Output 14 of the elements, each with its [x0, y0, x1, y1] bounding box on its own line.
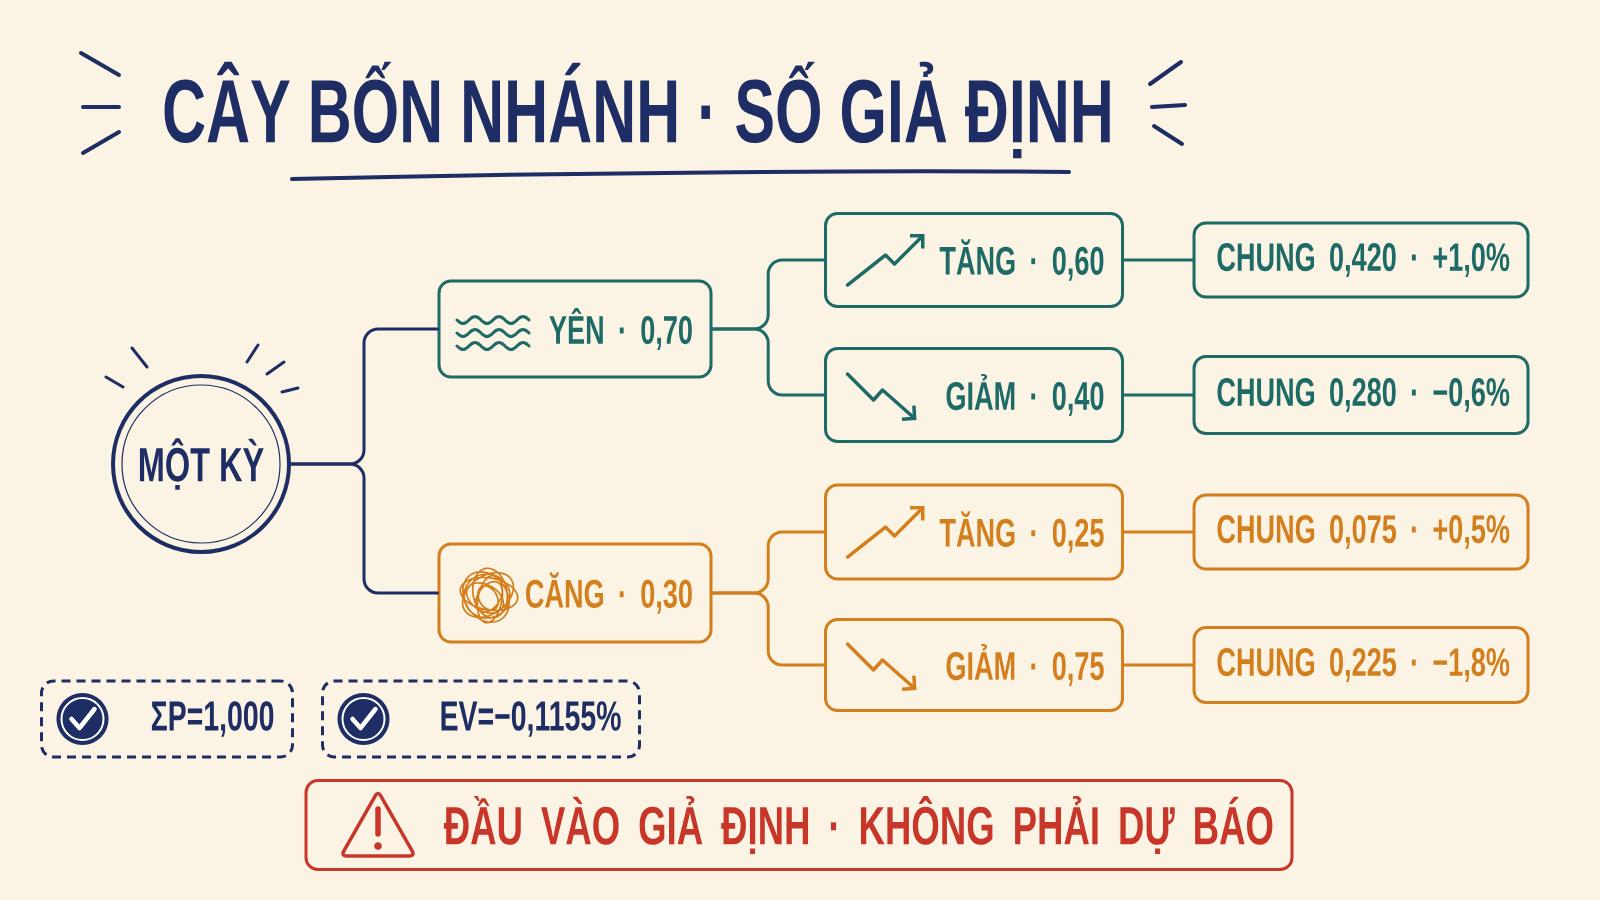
- circle-node: MỘT KỲ: [111, 374, 291, 554]
- warning-box: ĐẦU VÀO GIẢ ĐỊNH · KHÔNG PHẢI DỰ BÁO: [304, 779, 1294, 871]
- outcome-box: CHUNG 0,075 · +0,5%: [1192, 493, 1530, 571]
- branch-box: TĂNG · 0,25: [824, 483, 1124, 581]
- outcome-box: CHUNG 0,225 · −1,8%: [1192, 626, 1530, 704]
- branch-box: TĂNG · 0,60: [824, 212, 1124, 308]
- state-box: CĂNG · 0,30: [437, 542, 713, 644]
- title: CÂY BỐN NHÁNH · SỐ GIẢ ĐỊNH: [164, 61, 1110, 159]
- branch-box: GIẢM · 0,40: [824, 347, 1124, 443]
- check-badge: EV=−0,1155%: [321, 679, 641, 759]
- outcome-box: CHUNG 0,280 · −0,6%: [1192, 355, 1530, 435]
- state-box: YÊN · 0,70: [437, 279, 713, 379]
- outcome-box: CHUNG 0,420 · +1,0%: [1192, 221, 1530, 299]
- branch-box: GIẢM · 0,75: [824, 618, 1124, 712]
